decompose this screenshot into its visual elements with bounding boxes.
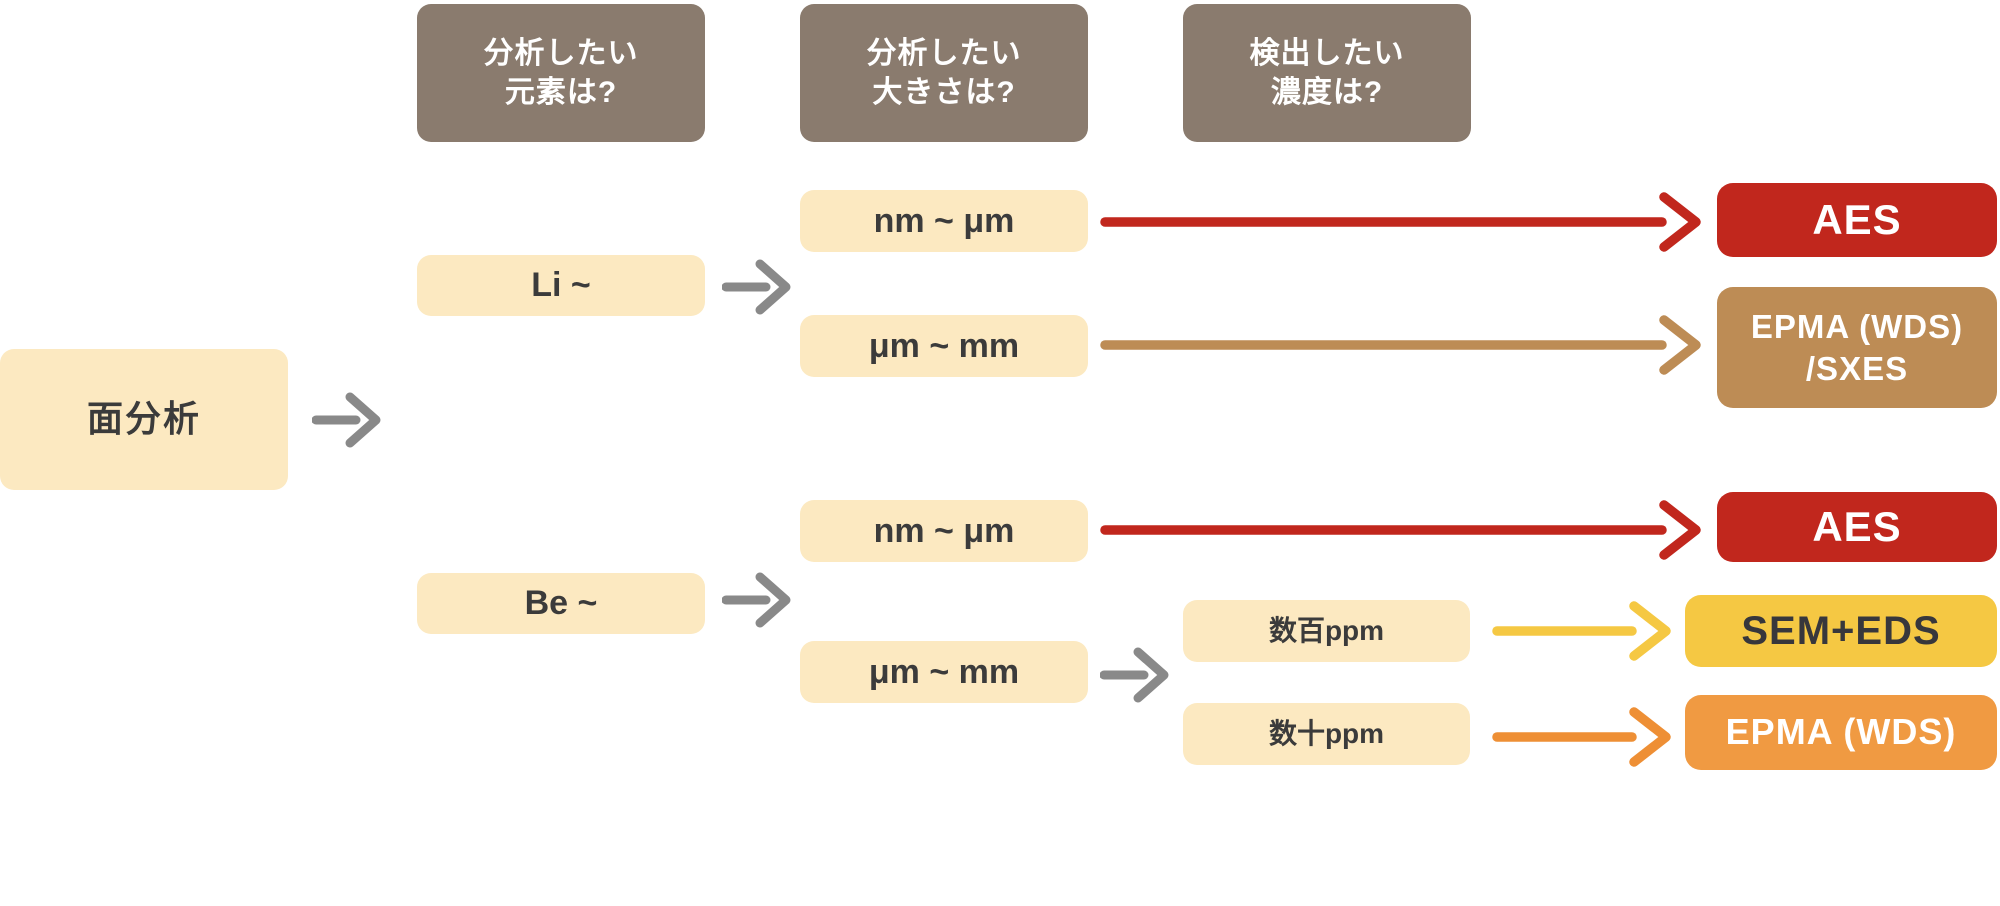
- result-epma-wds: EPMA (WDS): [1685, 695, 1997, 770]
- arrow-size-to-concentrations: [1100, 647, 1169, 703]
- result-epma-wds-sxes: EPMA (WDS) /SXES: [1717, 287, 1997, 408]
- node-conc-tens-ppm: 数十ppm: [1183, 703, 1470, 765]
- header-line: 分析したい: [866, 37, 1022, 70]
- node-be: Be ~: [417, 573, 705, 634]
- node-conc-hundreds-ppm: 数百ppm: [1183, 600, 1470, 662]
- header-size-question: 分析したい 大きさは?: [800, 4, 1088, 142]
- header-element-question: 分析したい 元素は?: [417, 4, 705, 142]
- header-line: 元素は?: [504, 76, 618, 109]
- root-node-surface-analysis: 面分析: [0, 349, 288, 490]
- result-sem-eds: SEM+EDS: [1685, 595, 1997, 667]
- arrow-hundreds-ppm-to-sem-eds: [1492, 601, 1671, 661]
- arrow-tens-ppm-to-epma-wds: [1492, 707, 1671, 767]
- result-aes-1: AES: [1717, 183, 1997, 257]
- header-line: 濃度は?: [1270, 76, 1384, 109]
- node-size-um-mm-2: μm ~ mm: [800, 641, 1088, 703]
- arrow-be-to-sizes: [722, 572, 791, 628]
- arrow-um-mm-to-epma-sxes: [1100, 315, 1701, 375]
- node-size-nm-um-2: nm ~ μm: [800, 500, 1088, 562]
- header-line: 検出したい: [1249, 37, 1405, 70]
- node-li: Li ~: [417, 255, 705, 316]
- arrow-nm-um-to-aes-2: [1100, 500, 1701, 560]
- result-line: EPMA (WDS): [1750, 308, 1964, 346]
- result-aes-2: AES: [1717, 492, 1997, 562]
- result-line: /SXES: [1805, 349, 1909, 387]
- header-line: 分析したい: [483, 37, 639, 70]
- header-concentration-question: 検出したい 濃度は?: [1183, 4, 1471, 142]
- arrow-nm-um-to-aes-1: [1100, 192, 1701, 252]
- node-size-nm-um-1: nm ~ μm: [800, 190, 1088, 252]
- arrow-li-to-sizes: [722, 259, 791, 315]
- arrow-root-to-elements: [312, 392, 381, 448]
- header-line: 大きさは?: [872, 76, 1016, 109]
- node-size-um-mm-1: μm ~ mm: [800, 315, 1088, 377]
